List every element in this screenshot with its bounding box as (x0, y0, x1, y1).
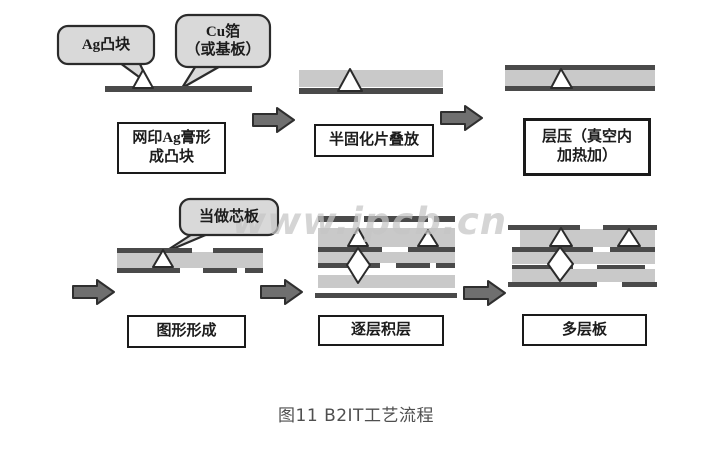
callout-bubbles (56, 13, 280, 255)
layer (512, 252, 655, 264)
bump-diamond (547, 246, 574, 282)
bar (603, 225, 657, 230)
step-label-line: 加热加） (556, 148, 617, 164)
step-label-line: 网印Ag膏形 (132, 130, 211, 147)
step-label-line: 逐层积层 (350, 322, 411, 339)
layer (299, 70, 443, 87)
flow-arrow-icon (72, 279, 115, 305)
step-label-line: 成凸块 (148, 149, 194, 165)
bar (117, 248, 192, 253)
step-box-prepreg-stack: 半固化片叠放 (314, 124, 434, 157)
bump-triangle (337, 68, 363, 92)
bar (436, 263, 455, 268)
bar (597, 265, 645, 269)
bar (105, 86, 252, 92)
bar (117, 268, 180, 273)
bar (508, 282, 597, 287)
step-box-pattern-formation: 图形形成 (127, 315, 246, 348)
bump-triangle (549, 227, 573, 247)
flow-arrow-icon (463, 280, 506, 306)
bar (213, 248, 263, 253)
callout-label-cu-foil-line2: （或基板） (185, 42, 261, 58)
bump-triangle (347, 227, 369, 247)
bar (408, 247, 455, 252)
bar (505, 86, 655, 91)
bar (434, 216, 455, 222)
callout-label-ag-bump: Ag凸块 (81, 37, 131, 53)
bar (203, 268, 237, 273)
callout-label-core-board: 当做芯板 (198, 209, 259, 225)
bar (299, 88, 443, 94)
callout-label-cu-foil: Cu箔 （或基板） (176, 15, 270, 67)
layer (505, 70, 655, 86)
bar (622, 282, 657, 287)
layer (318, 275, 455, 288)
bump-diamond (346, 247, 371, 284)
bar (318, 247, 382, 252)
flow-arrow-icon (260, 279, 303, 305)
flow-arrow-icon (252, 107, 295, 133)
callout-label-cu-foil-line1: Cu箔 (205, 24, 241, 40)
step-label-line: 图形形成 (156, 323, 217, 340)
step-label-line: 层压（真空内 (541, 129, 632, 146)
bar (245, 268, 263, 273)
step-box-layer-buildup: 逐层积层 (318, 315, 444, 346)
bar (505, 65, 655, 70)
layer (117, 252, 263, 268)
callout-bubble-core-board (178, 197, 280, 237)
step-box-screen-print: 网印Ag膏形 成凸块 (117, 122, 226, 174)
layer (512, 269, 655, 282)
layer (318, 252, 455, 263)
bar (315, 293, 457, 298)
figure-caption: 图11 B2IT工艺流程 (278, 406, 434, 426)
bump-triangle (550, 68, 573, 89)
bar (512, 265, 573, 269)
bar (508, 225, 580, 230)
step-box-lamination: 层压（真空内 加热加） (523, 118, 651, 176)
step-label-line: 半固化片叠放 (328, 132, 419, 149)
bar (396, 263, 430, 268)
bump-triangle (132, 69, 154, 89)
bump-triangle (617, 228, 641, 247)
bar (610, 247, 655, 252)
bump-triangle (417, 229, 439, 247)
bar (318, 216, 358, 222)
bar (364, 216, 428, 222)
flow-arrow-icon (440, 105, 483, 131)
gray-layers (117, 70, 655, 288)
bar (512, 247, 593, 252)
callout-bubble-cu-foil (174, 13, 272, 69)
ag-bumps (132, 68, 641, 284)
step-label-line: 多层板 (561, 321, 607, 338)
step-box-multilayer-board: 多层板 (522, 314, 647, 346)
callout-bubble-ag-bump (56, 24, 156, 66)
bump-triangle (152, 249, 174, 268)
